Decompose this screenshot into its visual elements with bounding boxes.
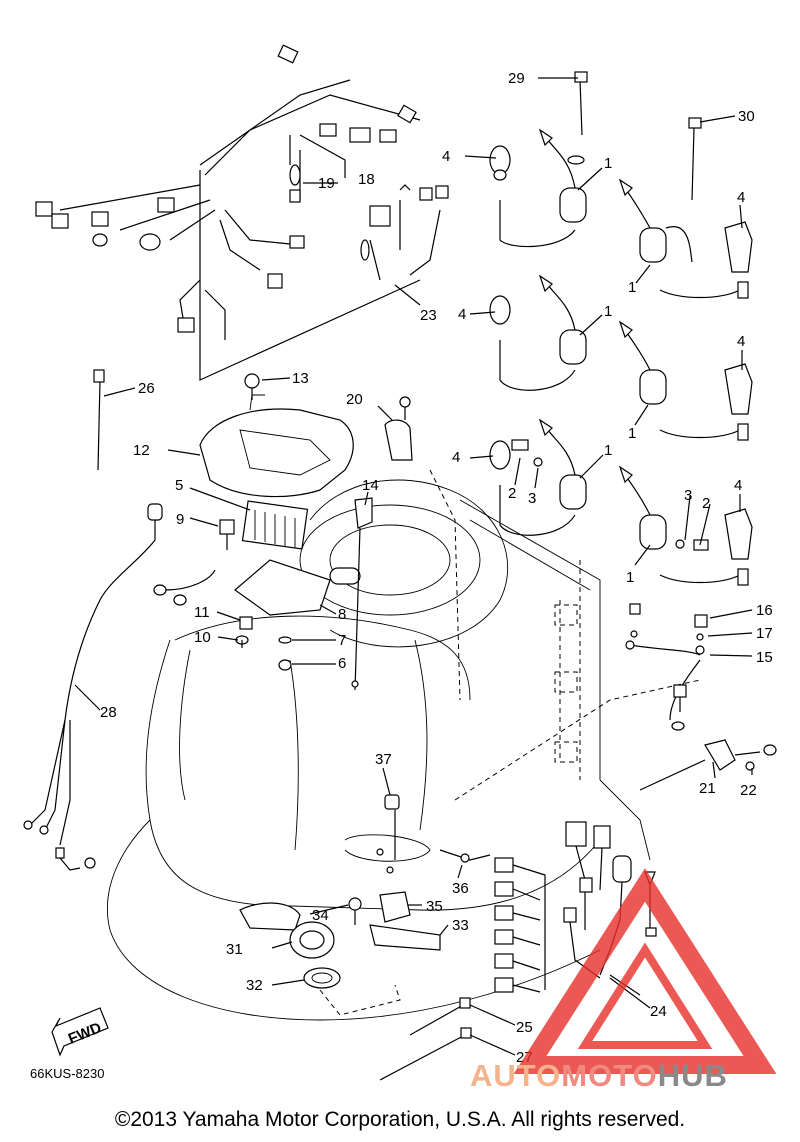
callout-8: 8	[338, 606, 346, 623]
callout-19: 19	[318, 175, 335, 192]
ground-leads[interactable]	[625, 603, 777, 791]
callout-1: 1	[628, 425, 636, 442]
callout-12: 12	[133, 442, 150, 459]
watermark-hub: HUB	[657, 1058, 728, 1093]
bracket-14[interactable]	[351, 396, 461, 701]
lower-electrical[interactable]	[93, 369, 657, 1081]
callout-15: 15	[756, 649, 773, 666]
electrical-cover[interactable]	[199, 373, 354, 498]
callout-18: 18	[358, 171, 375, 188]
watermark-auto: AUTO	[470, 1058, 562, 1093]
callout-34: 34	[312, 907, 329, 924]
callout-4: 4	[442, 148, 450, 165]
callout-4: 4	[737, 189, 745, 206]
callout-28: 28	[100, 704, 117, 721]
callout-7: 7	[338, 632, 346, 649]
callout-4: 4	[452, 449, 460, 466]
callout-6: 6	[338, 655, 346, 672]
callout-20: 20	[346, 391, 363, 408]
callout-24: 24	[650, 1003, 667, 1020]
callout-21: 21	[699, 780, 716, 797]
callout-1: 1	[628, 279, 636, 296]
engine-outline	[106, 479, 701, 1021]
callout-36: 36	[452, 880, 469, 897]
callout-11: 11	[194, 604, 210, 621]
watermark-moto: MOTO	[561, 1058, 658, 1093]
callout-33: 33	[452, 917, 469, 934]
callout-23: 23	[420, 307, 437, 324]
callout-1: 1	[604, 442, 612, 459]
callout-10: 10	[194, 629, 211, 646]
callout-1: 1	[626, 569, 634, 586]
callout-5: 5	[175, 477, 183, 494]
callout-14: 14	[362, 477, 379, 494]
watermark-text: AUTOMOTOHUB	[470, 1058, 728, 1094]
callout-17: 17	[756, 625, 773, 642]
callout-3: 3	[528, 490, 536, 507]
callout-32: 32	[246, 977, 263, 994]
callout-2: 2	[702, 495, 710, 512]
callout-1: 1	[604, 155, 612, 172]
callout-29: 29	[508, 70, 525, 87]
callout-25: 25	[516, 1019, 533, 1036]
callout-4: 4	[458, 306, 466, 323]
wire-harness[interactable]	[35, 44, 449, 381]
callout-2: 2	[508, 485, 516, 502]
ignition-coils[interactable]	[489, 71, 753, 586]
callout-13: 13	[292, 370, 309, 387]
callout-1: 1	[604, 303, 612, 320]
callout-30: 30	[738, 108, 755, 125]
callout-22: 22	[740, 782, 757, 799]
rectifier-regulator[interactable]	[64, 500, 361, 721]
callout-4: 4	[734, 477, 742, 494]
callouts: 1 1 1 1 1 1 2 2 3 3 4 4 4 4 4 4 5 6 7 8 …	[100, 70, 773, 1066]
fwd-arrow: FWD	[51, 1007, 109, 1057]
callout-4: 4	[737, 333, 745, 350]
leader-lines	[74, 77, 753, 1056]
callout-35: 35	[426, 898, 443, 915]
callout-31: 31	[226, 941, 243, 958]
catalog-code: 66KUS-8230	[30, 1066, 105, 1081]
callout-16: 16	[756, 602, 773, 619]
callout-37: 37	[375, 751, 392, 768]
callout-9: 9	[176, 511, 184, 528]
callout-26: 26	[138, 380, 155, 397]
battery-leads[interactable]	[23, 719, 96, 871]
watermark-logo	[513, 868, 777, 1074]
callout-3: 3	[684, 487, 692, 504]
copyright-notice: ©2013 Yamaha Motor Corporation, U.S.A. A…	[114, 1108, 686, 1131]
